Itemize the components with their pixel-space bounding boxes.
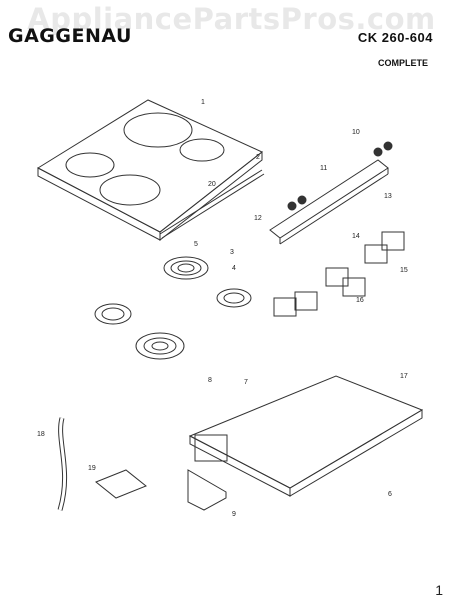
callout-label: 7 [244,379,248,386]
callout-label: 14 [352,233,360,240]
mounting-bracket [187,469,227,511]
callout-label: 10 [352,129,360,136]
callout-label: 3 [230,249,234,256]
callout-label: 2 [256,154,260,161]
page-mark: 1 [435,582,443,598]
callout-label: 13 [384,193,392,200]
callout-label: 9 [232,511,236,518]
glass-cooktop [36,99,263,242]
callout-label: 8 [208,377,212,384]
terminal-block [194,434,228,462]
knob-group [287,141,393,211]
heating-elements [94,256,252,360]
callout-label: 16 [356,297,364,304]
owner-manual [95,469,147,499]
callout-label: 20 [208,181,216,188]
callout-label: 18 [37,431,45,438]
switch-blocks [273,231,405,317]
callout-label: 15 [400,267,408,274]
power-cord [57,417,68,511]
control-panel [269,159,389,245]
callout-label: 4 [232,265,236,272]
callout-labels: 1 2 3 4 5 6 7 8 9 10 11 12 13 14 15 16 1… [37,99,408,518]
callout-label: 6 [388,491,392,498]
model-number: CK 260-604 [357,30,433,45]
callout-label: 12 [254,215,262,222]
callout-label: 5 [194,241,198,248]
chassis-tray [188,375,424,497]
brand-logo: GAGGENAU [8,25,132,47]
callout-label: 19 [88,465,96,472]
callout-label: 11 [320,165,327,172]
trim-strip [159,169,265,239]
callout-label: 1 [201,99,205,106]
callout-label: 17 [400,373,408,380]
diagram-subtitle: COMPLETE [377,58,428,68]
